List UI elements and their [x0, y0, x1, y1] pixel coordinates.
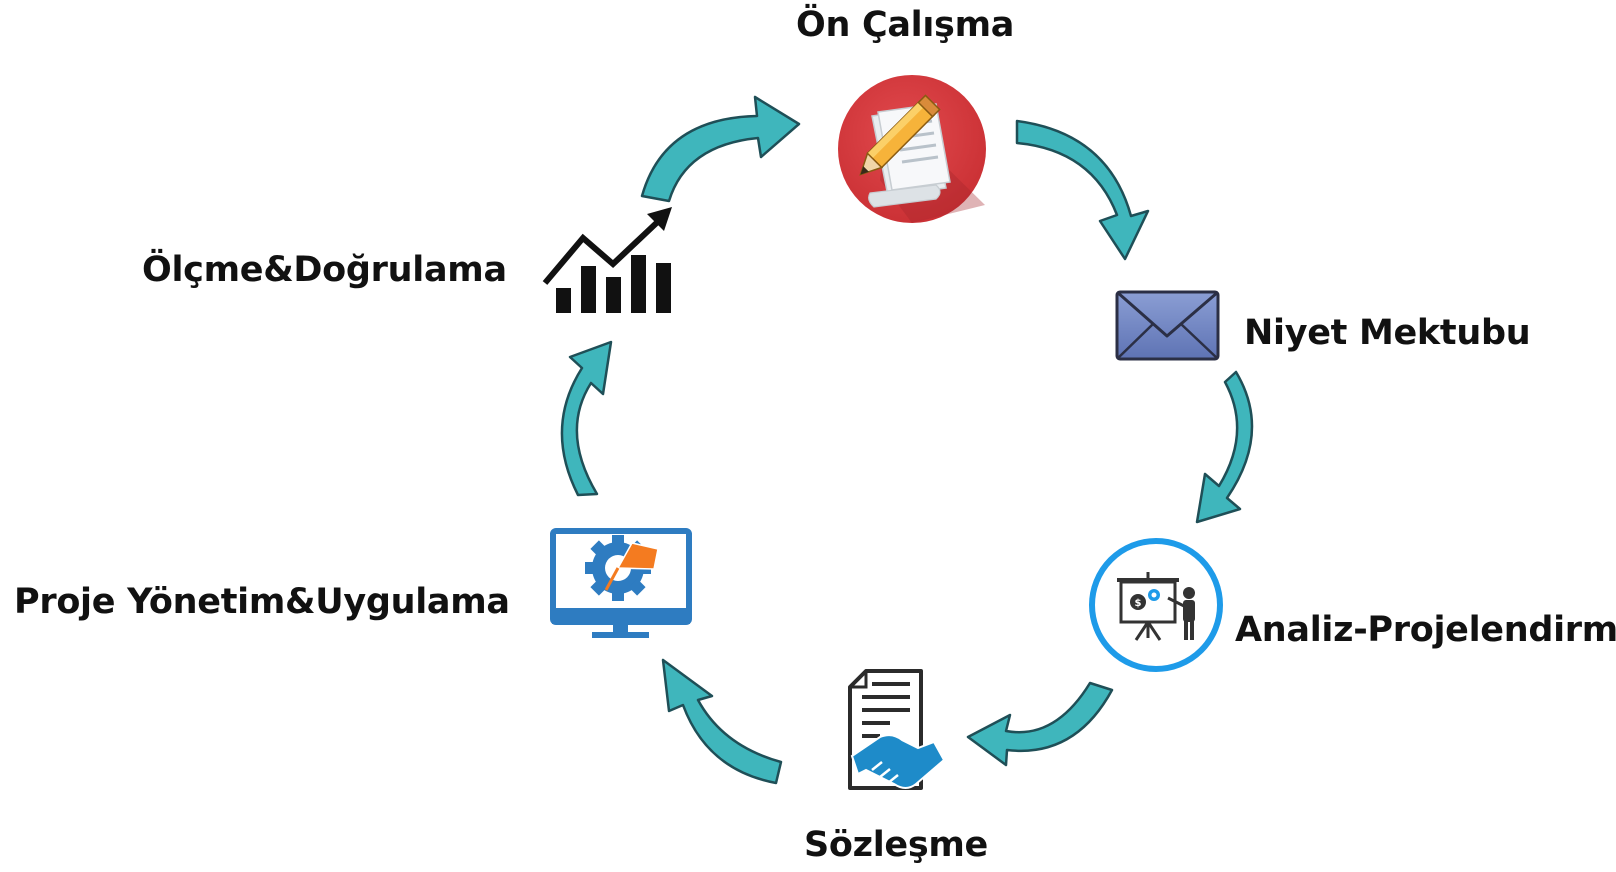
step-label-niyet-mektubu: Niyet Mektubu [1244, 313, 1531, 353]
arrow-proje-to-olcme [560, 340, 613, 497]
step-label-analiz-projelendirme: Analiz-Projelendirme [1235, 610, 1616, 650]
envelope-icon [1115, 290, 1220, 361]
bar-chart-growth-icon [512, 207, 702, 335]
arrow-niyet-to-analiz [1195, 370, 1254, 524]
step-label-sozlesme: Sözleşme [804, 825, 988, 865]
presentation-board-icon: $ [1089, 538, 1223, 672]
step-label-on-calisma: Ön Çalışma [796, 5, 1015, 45]
contract-handshake-icon [848, 669, 946, 790]
monitor-gear-icon [550, 528, 692, 638]
document-pencil-icon [838, 75, 986, 223]
arrow-analiz-to-sozlesme [966, 681, 1114, 767]
arrow-on-calisma-to-niyet [1015, 119, 1150, 261]
svg-text:$: $ [1135, 598, 1142, 609]
arrow-sozlesme-to-proje [661, 658, 783, 785]
step-label-olcme-dogrulama: Ölçme&Doğrulama [142, 250, 507, 290]
arrow-olcme-to-on-calisma [640, 95, 801, 203]
step-label-proje-yonetim: Proje Yönetim&Uygulama [14, 582, 510, 622]
